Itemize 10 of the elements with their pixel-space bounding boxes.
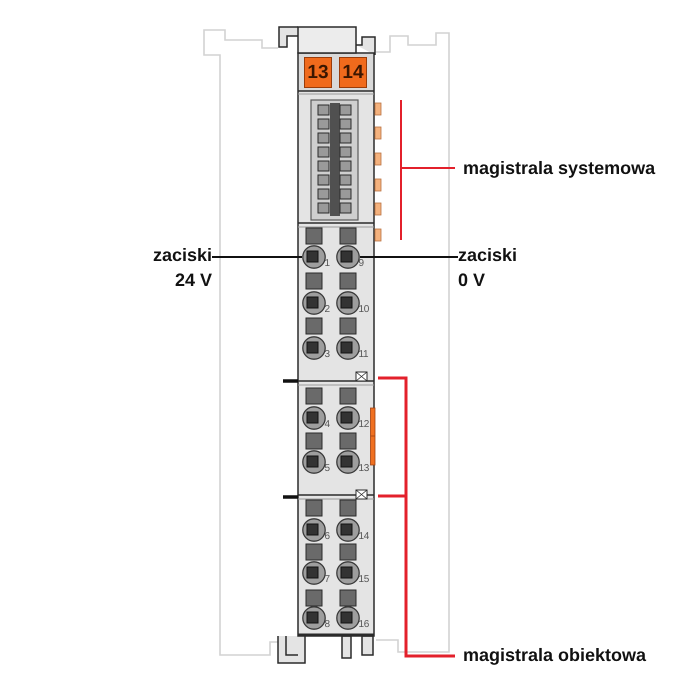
voltage-label: 0 V	[458, 269, 486, 292]
terminal-label: zaciski	[152, 244, 212, 267]
terminal-label: zaciski	[458, 244, 518, 267]
leader-line	[212, 256, 302, 258]
leader-line	[360, 256, 458, 258]
bus-label: magistrala systemowa	[463, 157, 656, 179]
voltage-label: 24 V	[174, 269, 212, 292]
channel-led: 14	[339, 57, 367, 88]
bus-label: magistrala obiektowa	[463, 644, 646, 666]
channel-led: 13	[304, 57, 332, 88]
